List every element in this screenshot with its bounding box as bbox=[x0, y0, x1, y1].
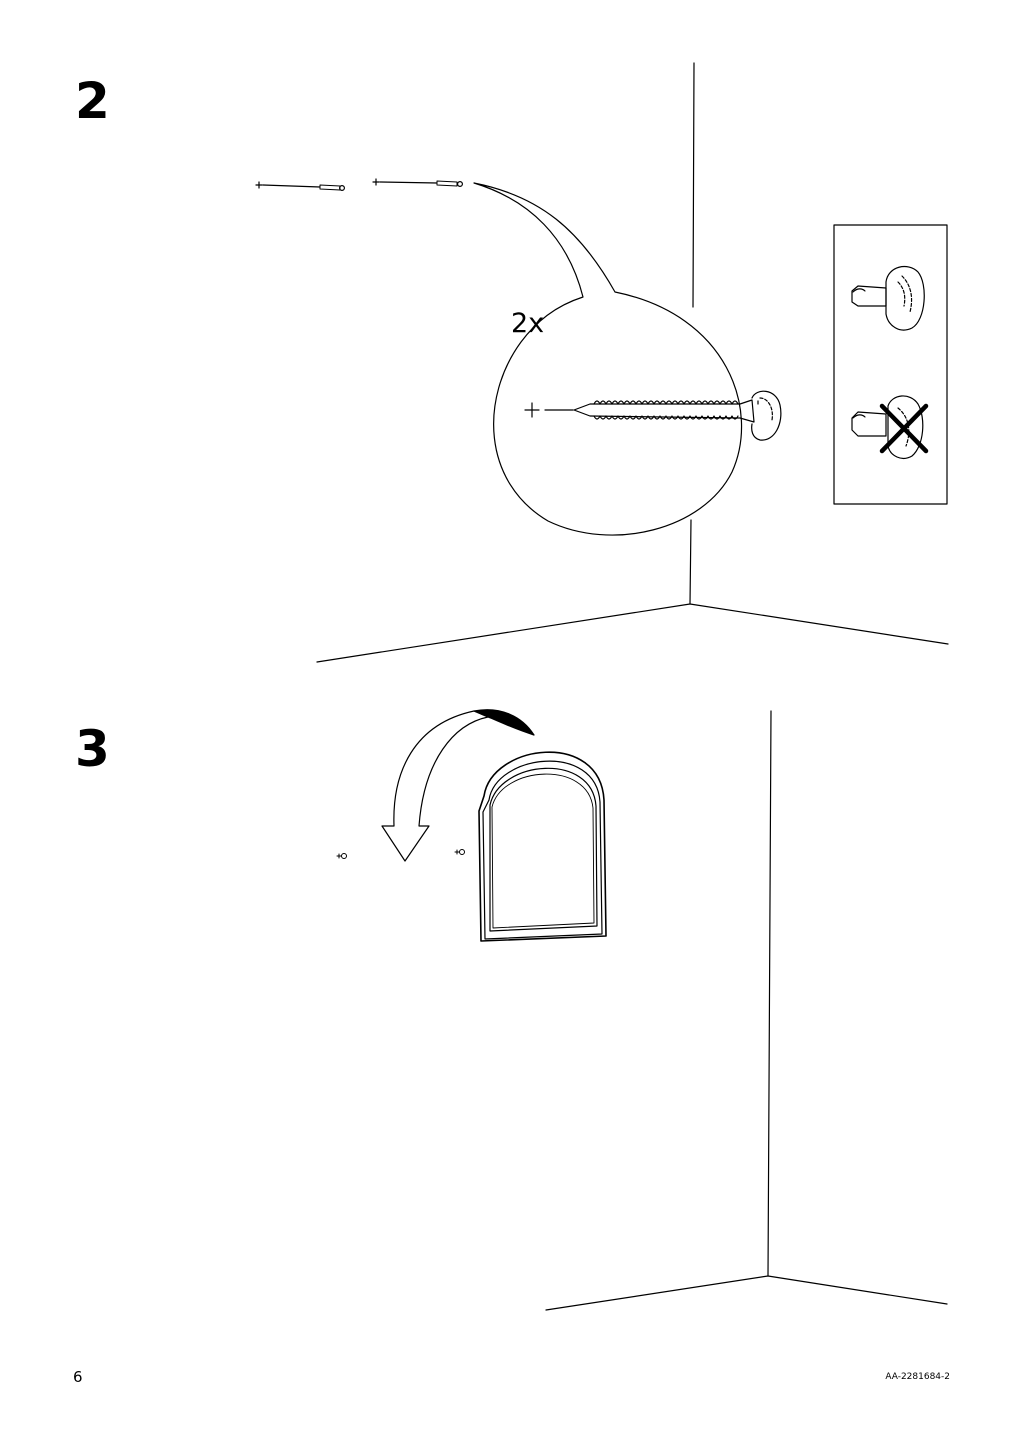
screw-head-icon bbox=[454, 849, 465, 855]
document-code: AA-2281684-2 bbox=[885, 1372, 950, 1382]
arched-mirror bbox=[478, 751, 607, 942]
step-3-number: 3 bbox=[75, 720, 110, 778]
incorrect-screwdriver-icon bbox=[851, 395, 924, 459]
cross-icon bbox=[879, 403, 929, 454]
step-2-number: 2 bbox=[75, 72, 110, 130]
correct-screwdriver-icon bbox=[851, 265, 925, 331]
screw-head-icon bbox=[336, 853, 347, 859]
step-2-wall-corner bbox=[316, 62, 949, 663]
small-screw-icon bbox=[372, 178, 464, 188]
screwdriver-info-box bbox=[833, 224, 948, 505]
step-3-wall-corner bbox=[545, 710, 948, 1311]
screw-callout-bubble bbox=[473, 182, 743, 536]
large-screw-icon bbox=[524, 390, 782, 441]
small-screw-icon bbox=[255, 181, 346, 192]
page-number: 6 bbox=[73, 1368, 83, 1386]
hang-arrow-icon bbox=[381, 709, 535, 862]
quantity-label: 2x bbox=[511, 308, 544, 339]
